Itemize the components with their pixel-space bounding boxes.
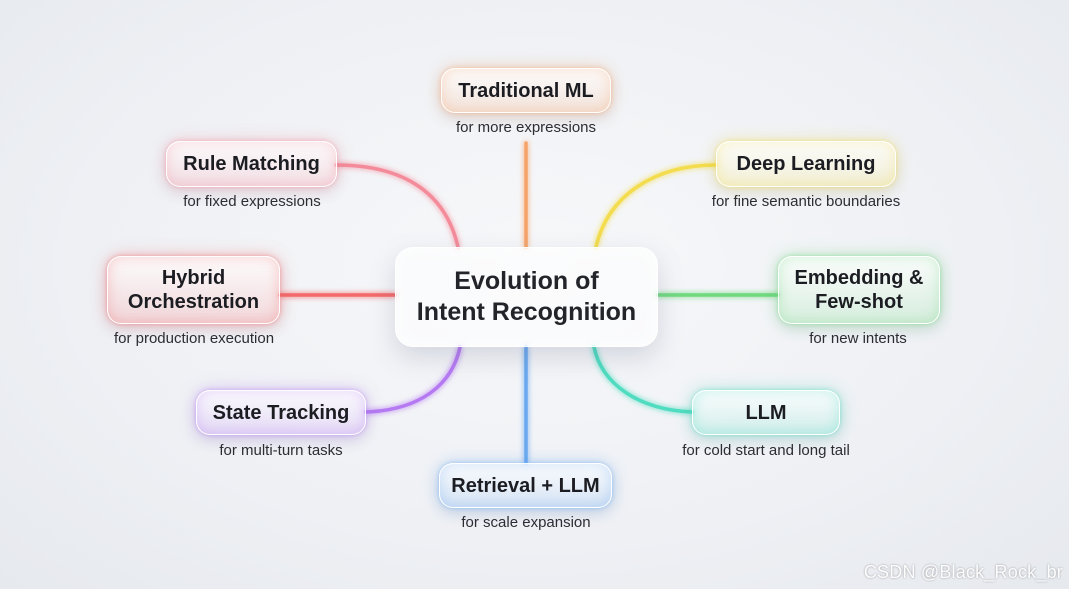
node-state-tracking: State Tracking — [196, 390, 366, 435]
node-subtitle-llm: for cold start and long tail — [682, 442, 850, 459]
node-title: Traditional ML — [458, 79, 594, 102]
node-deep-learning: Deep Learning — [716, 141, 896, 187]
connector-rule-matching — [334, 163, 460, 249]
node-title-line2: Orchestration — [127, 291, 260, 313]
node-subtitle-retrieval-llm: for scale expansion — [461, 514, 591, 531]
center-node: Evolution of Intent Recognition — [395, 247, 658, 347]
node-subtitle-state-tracking: for multi-turn tasks — [219, 442, 343, 459]
node-title-line1: Embedding & — [794, 267, 924, 289]
node-subtitle-deep-learning: for fine semantic boundaries — [711, 193, 901, 210]
node-llm: LLM — [692, 390, 840, 435]
node-title-line2: Few-shot — [815, 291, 903, 313]
node-hybrid-orchestration: Hybrid Orchestration — [107, 256, 280, 324]
node-title: Rule Matching — [183, 153, 320, 175]
node-subtitle-embedding-fewshot: for new intents — [809, 330, 907, 347]
connector-state-tracking — [364, 345, 462, 414]
node-title: State Tracking — [212, 401, 350, 424]
connector-deep-learning — [594, 163, 718, 249]
node-subtitle-rule-matching: for fixed expressions — [183, 193, 321, 210]
node-traditional-ml: Traditional ML — [441, 68, 611, 113]
node-retrieval-llm: Retrieval + LLM — [439, 463, 612, 508]
node-title: LLM — [745, 401, 787, 424]
center-title-line2: Intent Recognition — [416, 298, 637, 326]
node-title: Deep Learning — [736, 153, 876, 175]
watermark: CSDN @Black_Rock_br — [863, 562, 1063, 582]
center-title-line1: Evolution of — [454, 267, 599, 295]
node-title-line1: Hybrid — [161, 267, 226, 289]
node-rule-matching: Rule Matching — [166, 141, 337, 187]
node-title: Retrieval + LLM — [451, 474, 600, 497]
node-subtitle-hybrid-orchestration: for production execution — [113, 330, 275, 347]
node-embedding-fewshot: Embedding & Few-shot — [778, 256, 940, 324]
node-subtitle-traditional-ml: for more expressions — [455, 119, 597, 136]
connector-llm — [592, 345, 694, 414]
